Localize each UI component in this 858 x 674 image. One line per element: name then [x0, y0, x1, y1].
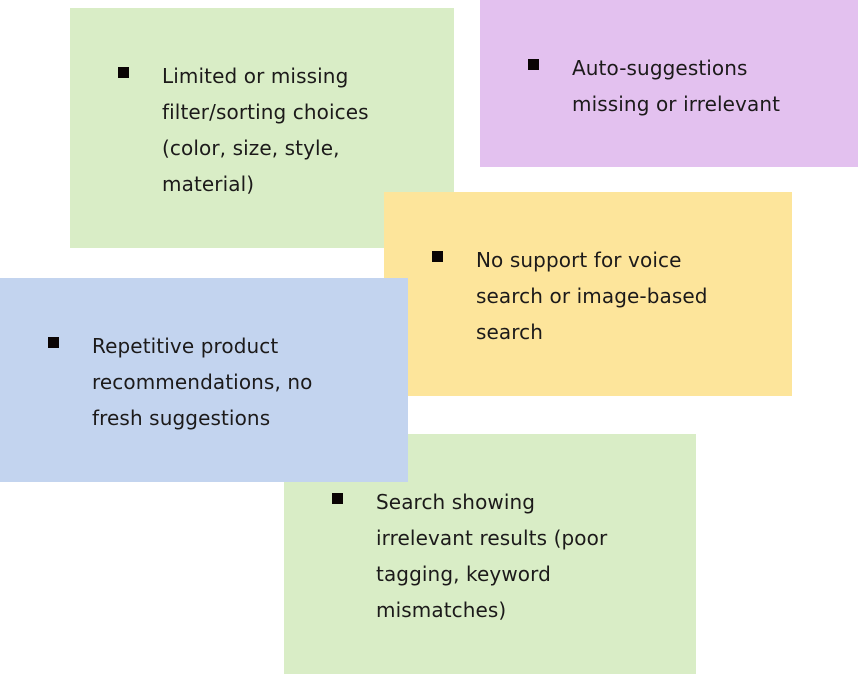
note-text: Auto-suggestions missing or irrelevant — [572, 56, 781, 116]
sticky-note-voice-image-search: No support for voice search or image-bas… — [384, 192, 792, 396]
bullet-icon — [48, 337, 59, 348]
note-text: Repetitive product recommendations, no f… — [92, 334, 313, 430]
bullet-icon — [332, 493, 343, 504]
sticky-note-auto-suggestions: Auto-suggestions missing or irrelevant — [480, 0, 858, 167]
sticky-note-repetitive-recommendations: Repetitive product recommendations, no f… — [0, 278, 408, 482]
note-text: No support for voice search or image-bas… — [476, 248, 708, 344]
bullet-icon — [528, 59, 539, 70]
note-text: Limited or missing filter/sorting choice… — [162, 64, 369, 196]
sticky-note-filter-sorting: Limited or missing filter/sorting choice… — [70, 8, 454, 248]
note-text: Search showing irrelevant results (poor … — [376, 490, 608, 622]
bullet-icon — [432, 251, 443, 262]
bullet-icon — [118, 67, 129, 78]
